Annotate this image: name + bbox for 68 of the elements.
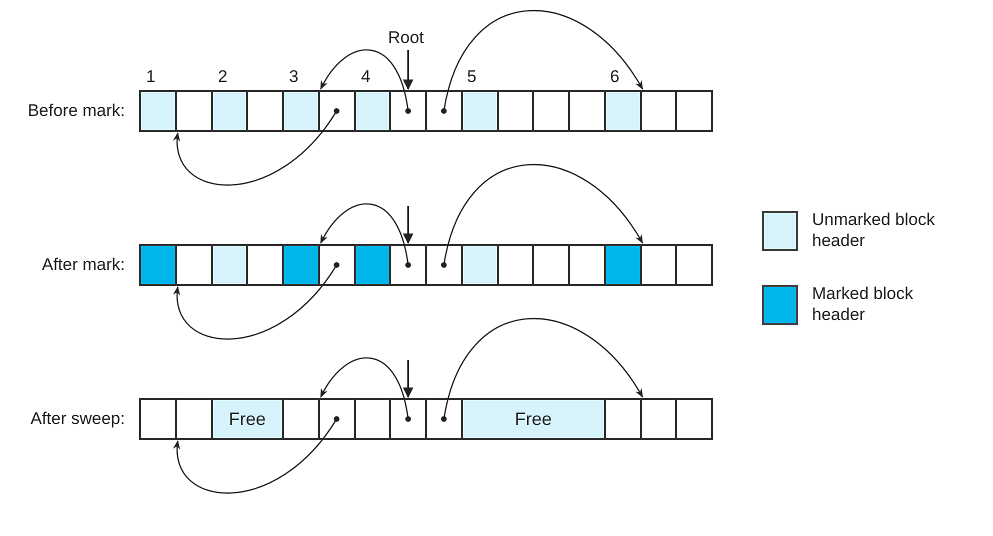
row-label: After mark: — [42, 255, 125, 275]
memory-word-cell — [282, 398, 320, 440]
block-number: 2 — [218, 67, 228, 87]
legend-label: Unmarked block header — [812, 209, 936, 251]
block-header-cell — [210, 90, 248, 132]
memory-word-cell — [425, 398, 463, 440]
block-header-cell — [354, 90, 392, 132]
row-label: Before mark: — [28, 101, 125, 121]
pointer-arrow — [174, 108, 340, 186]
arrow — [402, 50, 414, 90]
memory-word-cell — [640, 244, 678, 286]
pointer-arrow — [441, 10, 644, 114]
block-header-cell — [460, 244, 498, 286]
memory-word-cell — [389, 398, 427, 440]
memory-word-cell — [675, 90, 713, 132]
memory-word-cell — [318, 244, 356, 286]
memory-word-cell — [425, 90, 463, 132]
memory-word-cell — [675, 244, 713, 286]
block-number: 3 — [289, 67, 298, 87]
memory-word-cell — [496, 90, 534, 132]
legend-label: Marked block header — [812, 283, 914, 325]
pointer-arrow — [441, 318, 644, 422]
pointer-arrow — [320, 203, 411, 268]
free-block: Free — [460, 398, 606, 440]
memory-word-cell — [354, 398, 392, 440]
memory-word-cell — [496, 244, 534, 286]
memory-word-cell — [174, 90, 212, 132]
arrow — [402, 360, 414, 398]
memory-word-cell — [174, 398, 212, 440]
block-header-cell — [210, 244, 248, 286]
memory-word-cell — [174, 244, 212, 286]
memory-word-cell — [568, 244, 606, 286]
memory-word-cell — [318, 398, 356, 440]
memory-word-cell — [568, 90, 606, 132]
memory-word-cell — [604, 398, 642, 440]
memory-word-cell — [318, 90, 356, 132]
memory-word-cell — [640, 398, 678, 440]
block-number: 5 — [467, 67, 476, 87]
block-number: 4 — [361, 67, 370, 87]
memory-word-cell — [532, 90, 570, 132]
pointer-arrow — [174, 416, 340, 494]
arrow — [402, 206, 414, 244]
block-header-cell — [354, 244, 392, 286]
block-header-cell — [139, 90, 177, 132]
memory-word-cell — [389, 244, 427, 286]
pointer-arrow — [320, 357, 411, 422]
pointer-arrow — [174, 262, 340, 340]
root-label: Root — [388, 28, 424, 48]
pointer-arrow — [441, 164, 644, 268]
memory-word-cell — [139, 398, 177, 440]
block-header-cell — [604, 244, 642, 286]
pointer-arrow — [320, 49, 411, 114]
memory-word-cell — [246, 244, 284, 286]
memory-word-cell — [246, 90, 284, 132]
block-header-cell — [282, 90, 320, 132]
memory-word-cell — [675, 398, 713, 440]
memory-word-cell — [389, 90, 427, 132]
block-header-cell — [282, 244, 320, 286]
block-header-cell — [604, 90, 642, 132]
block-header-cell — [139, 244, 177, 286]
memory-word-cell — [425, 244, 463, 286]
block-number: 1 — [146, 67, 156, 87]
block-header-cell — [460, 90, 498, 132]
memory-word-cell — [532, 244, 570, 286]
row-label: After sweep: — [30, 409, 125, 429]
memory-word-cell — [640, 90, 678, 132]
free-block: Free — [210, 398, 284, 440]
block-number: 6 — [610, 67, 620, 87]
